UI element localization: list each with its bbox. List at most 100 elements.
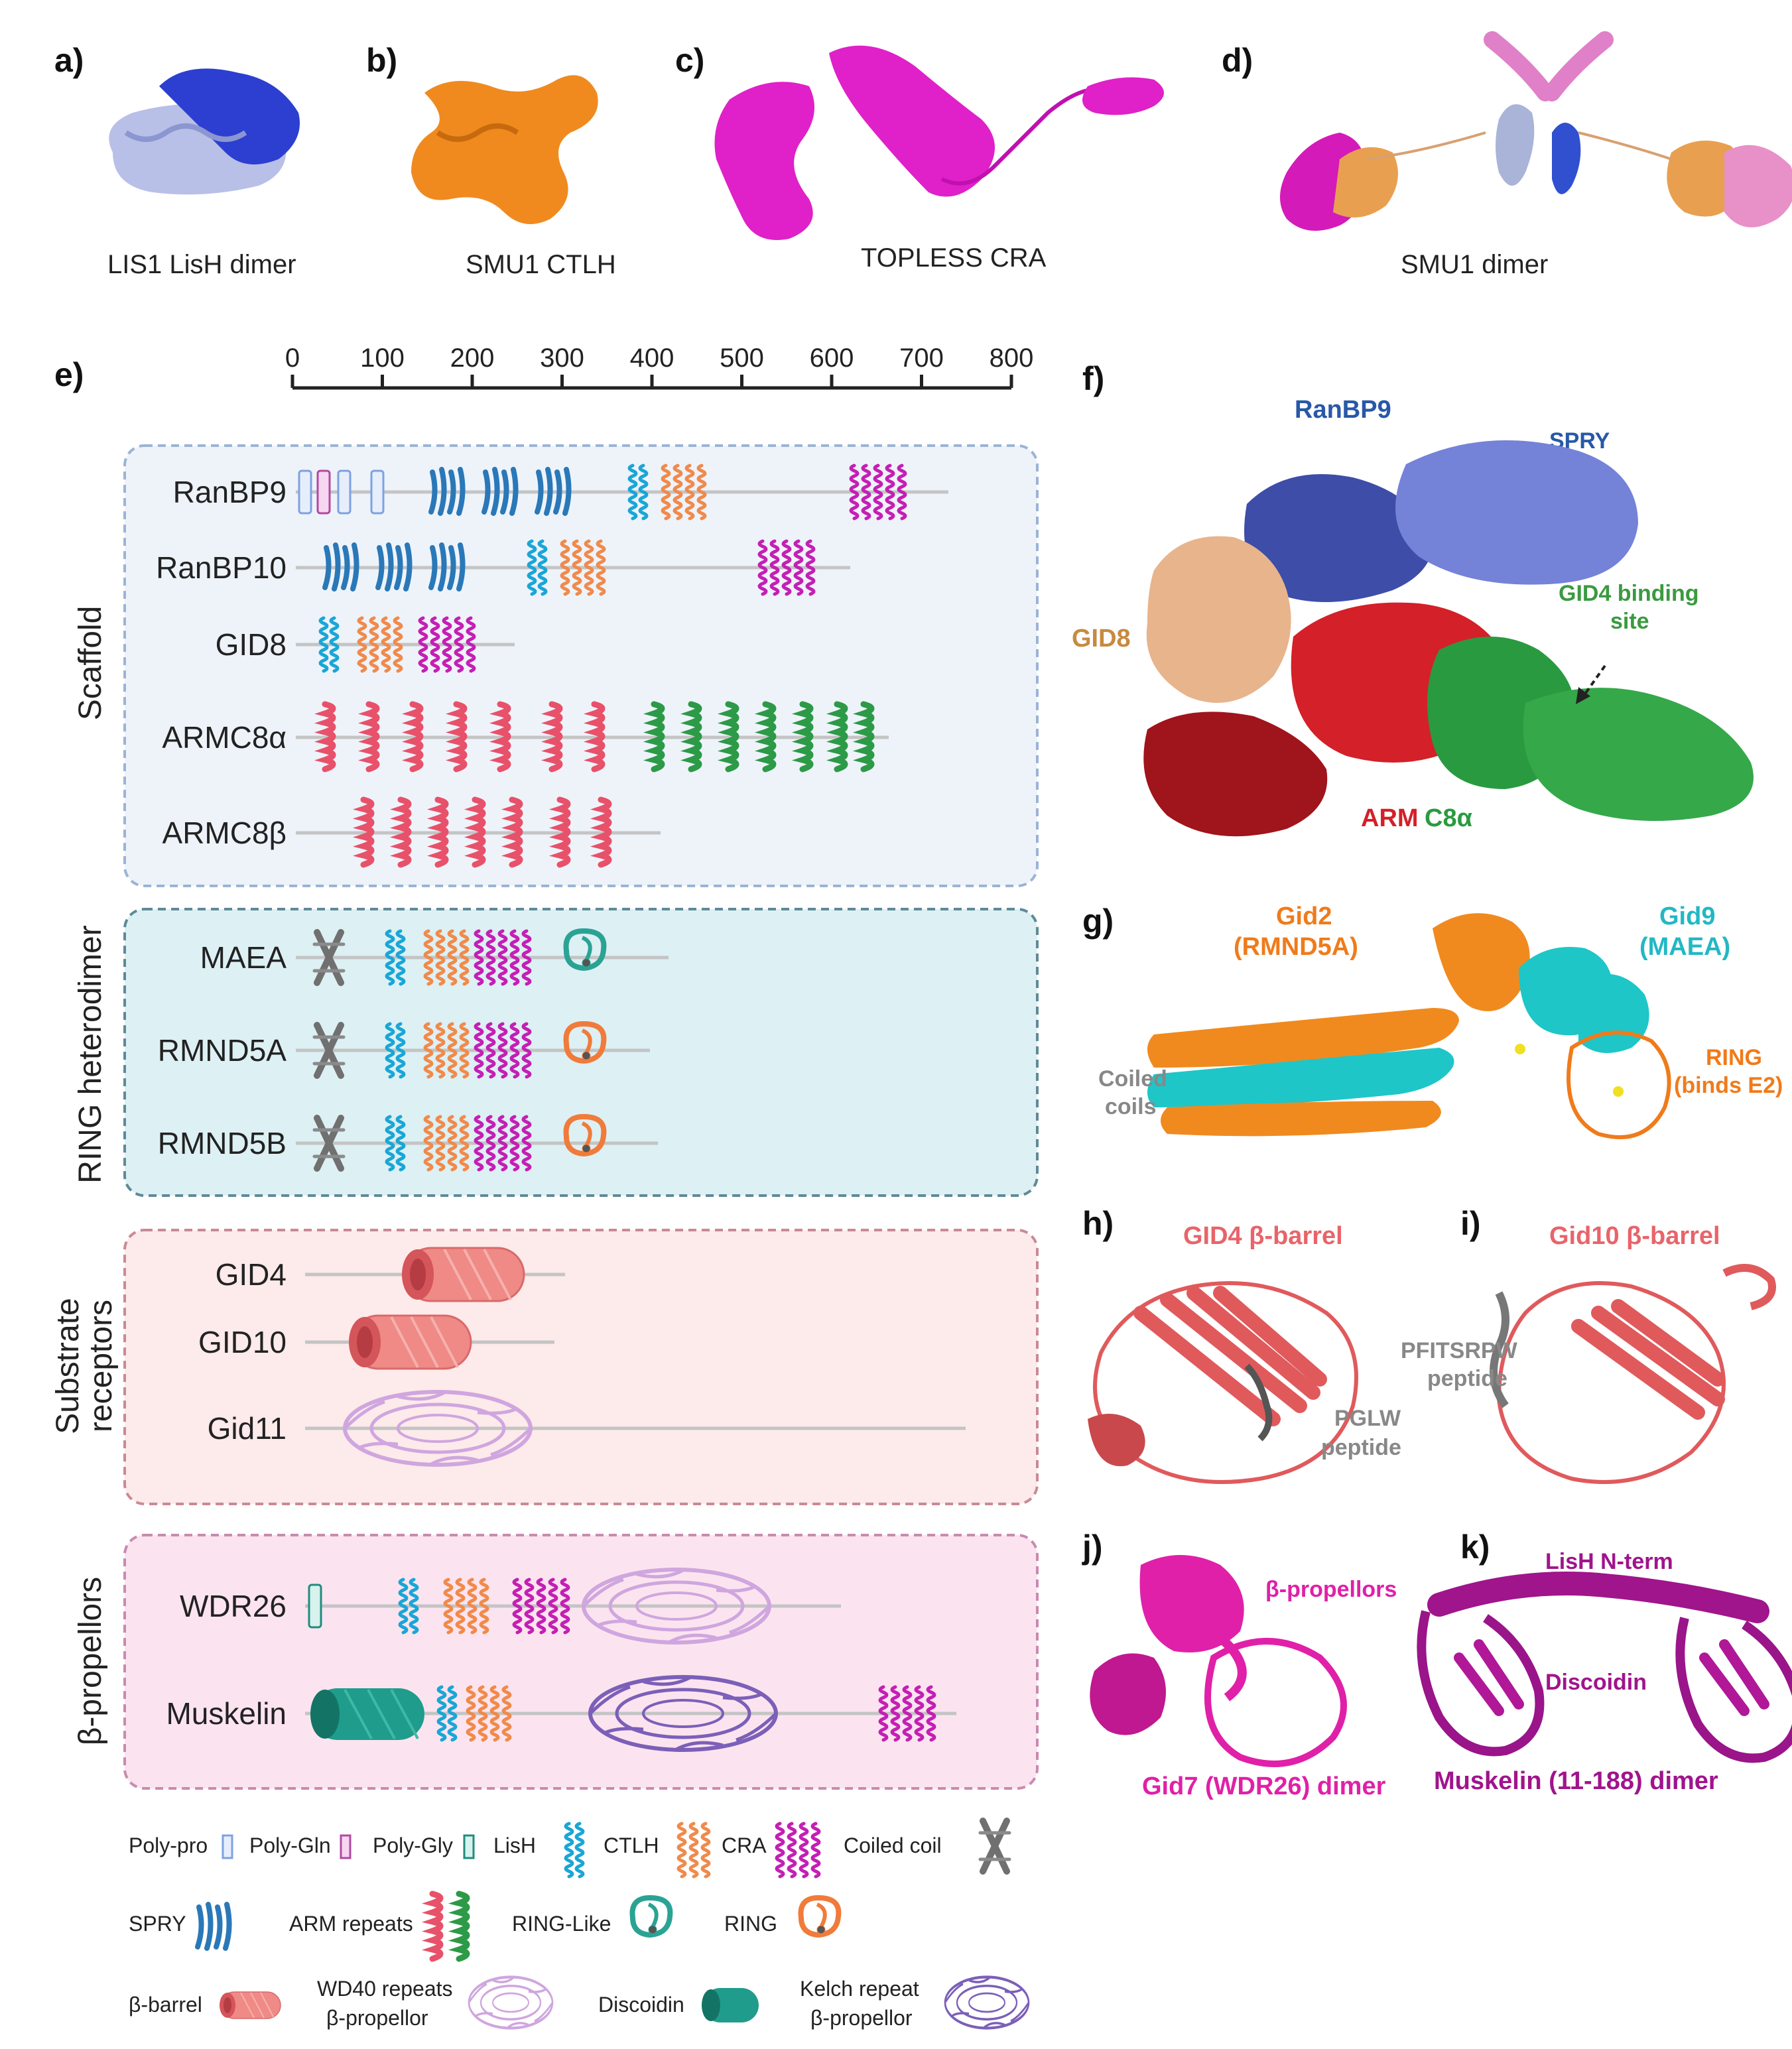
legend: Poly-pro Poly-Gln Poly-Gly LisH CTLH CRA… (129, 1821, 1029, 2030)
discoidin-barrel-icon (310, 1688, 424, 1740)
label-discoidin: Discoidin (1545, 1670, 1647, 1695)
group-label-beta-propellors: β-propellors (73, 1577, 108, 1745)
label-gid8: GID8 (1072, 625, 1131, 652)
smu1-dimer-structure (1280, 31, 1792, 231)
panel-b: b) SMU1 CTLH (366, 42, 616, 279)
gid10-beta-barrel-structure (1490, 1264, 1776, 1484)
legend-wd40-line2: β-propellor (326, 2006, 428, 2030)
caption-smu1-dimer: SMU1 dimer (1401, 250, 1548, 279)
gid-scaffold-structure (1143, 440, 1754, 837)
scale-tick-label: 600 (810, 343, 854, 373)
label-gid4-site-line2: site (1610, 609, 1649, 634)
label-gid4-site-line1: GID4 binding (1559, 581, 1699, 606)
panel-label-i: i) (1460, 1205, 1481, 1242)
label-pfitsrpw-line2: peptide (1427, 1366, 1507, 1391)
legend-arm: ARM repeats (289, 1912, 413, 1936)
caption-gid7-wdr26-dimer: Gid7 (WDR26) dimer (1142, 1772, 1386, 1800)
ring-heterodimer-structure (1147, 913, 1671, 1139)
group-label-substrate-receptors-line2: receptors (84, 1300, 119, 1432)
label-pglw-line1: PGLW (1334, 1406, 1401, 1431)
legend-kelch-line1: Kelch repeat (800, 1977, 919, 2001)
panel-label-a: a) (54, 42, 84, 79)
wdr26-domains (308, 1570, 769, 1643)
scale-tick-label: 800 (990, 343, 1034, 373)
panel-label-b: b) (366, 42, 397, 79)
protein-label-gid8: GID8 (216, 627, 287, 662)
label-gid2-line2: (RMND5A) (1234, 933, 1358, 961)
caption-lis1-lish-dimer: LIS1 LisH dimer (107, 250, 296, 279)
protein-label-armc8a: ARMC8α (162, 720, 287, 755)
protein-label-muskelin: Muskelin (166, 1696, 287, 1731)
gid7-wdr26-dimer-structure (1090, 1555, 1347, 1767)
label-gid2-line1: Gid2 (1276, 902, 1332, 930)
protein-label-wdr26: WDR26 (180, 1589, 287, 1623)
label-gid9-line2: (MAEA) (1639, 933, 1730, 961)
polypro-box (298, 469, 312, 515)
polygly-box (463, 1834, 475, 1859)
legend-cra: CRA (722, 1833, 767, 1857)
protein-label-gid11: Gid11 (208, 1411, 287, 1446)
protein-label-ranbp10: RanBP10 (156, 550, 287, 585)
panel-a: a) LIS1 LisH dimer (54, 42, 300, 279)
scale-tick-label: 500 (720, 343, 764, 373)
panel-label-h: h) (1082, 1205, 1114, 1242)
scale-tick-label: 700 (899, 343, 944, 373)
legend-kelch-line2: β-propellor (810, 2006, 913, 2030)
panel-label-k: k) (1460, 1528, 1490, 1566)
polypro-box (337, 469, 352, 515)
legend-bbarrel: β-barrel (129, 1993, 202, 2017)
label-lish-n-term: LisH N-term (1545, 1549, 1673, 1574)
panel-h: h) GID4 β-barrel PGLW peptide (1082, 1205, 1401, 1484)
protein-label-maea: MAEA (200, 940, 287, 975)
cra-helix-icon (777, 1824, 819, 1877)
legend-ring: RING (724, 1912, 777, 1936)
substrate-receptors-group-box (123, 1229, 1039, 1505)
label-pglw-line2: peptide (1321, 1435, 1401, 1460)
label-armc8a-arm: ARM (1361, 804, 1419, 832)
ring-icon (801, 1898, 839, 1935)
protein-label-gid10: GID10 (198, 1325, 287, 1359)
legend-ringlike: RING-Like (512, 1912, 611, 1936)
scale-tick-label: 200 (450, 343, 495, 373)
polypro-box (370, 469, 385, 515)
protein-label-ranbp9: RanBP9 (173, 475, 287, 509)
scale-tick-label: 300 (540, 343, 584, 373)
label-ranbp9: RanBP9 (1295, 396, 1391, 424)
label-gid10-beta-barrel: Gid10 β-barrel (1549, 1222, 1720, 1250)
label-coiled-line2: coils (1105, 1094, 1156, 1119)
coiled-coil-icon (980, 1821, 1009, 1871)
wd40-propellor-icon (469, 1977, 552, 2028)
muskelin-dimer-structure (1417, 1572, 1792, 1763)
panel-label-j: j) (1082, 1528, 1103, 1566)
ranbp9-domains (298, 466, 905, 519)
label-gid9-line1: Gid9 (1659, 902, 1715, 930)
arm-repeat-icon-green (459, 1894, 467, 1959)
label-beta-propellors: β-propellors (1265, 1577, 1397, 1602)
panel-label-d: d) (1222, 42, 1253, 79)
spry-sheet-icon (198, 1904, 229, 1948)
protein-label-rmnd5a: RMND5A (158, 1033, 287, 1068)
protein-label-gid4: GID4 (216, 1257, 287, 1292)
scale-tick-label: 0 (285, 343, 300, 373)
panel-g: g) Gid2 (RMND5A) Gid9 (MAEA) Coiled coil… (1082, 902, 1783, 1139)
caption-smu1-ctlh: SMU1 CTLH (466, 250, 616, 279)
protein-label-rmnd5b: RMND5B (158, 1126, 287, 1160)
panel-i: i) Gid10 β-barrel PFITSRPW peptide (1401, 1205, 1776, 1484)
polygln-box (316, 469, 331, 515)
legend-polygln: Poly-Gln (249, 1833, 331, 1857)
gid4-beta-barrel-structure (1088, 1281, 1358, 1484)
kelch-propellor-icon (945, 1977, 1029, 2028)
topless-cra-structure (714, 45, 1164, 240)
beta-barrel-icon (348, 1314, 472, 1370)
scale-tick-label: 100 (360, 343, 405, 373)
lis1-lish-dimer-structure (109, 68, 300, 195)
label-ring-line2: (binds E2) (1674, 1073, 1783, 1098)
beta-barrel-icon (219, 1991, 281, 2019)
legend-discoidin: Discoidin (598, 1993, 684, 2017)
panel-c: c) TOPLESS CRA (675, 42, 1164, 273)
group-label-substrate-receptors-line1: Substrate (50, 1298, 86, 1434)
legend-coiled-coil: Coiled coil (844, 1833, 942, 1857)
panel-label-g: g) (1082, 902, 1114, 940)
